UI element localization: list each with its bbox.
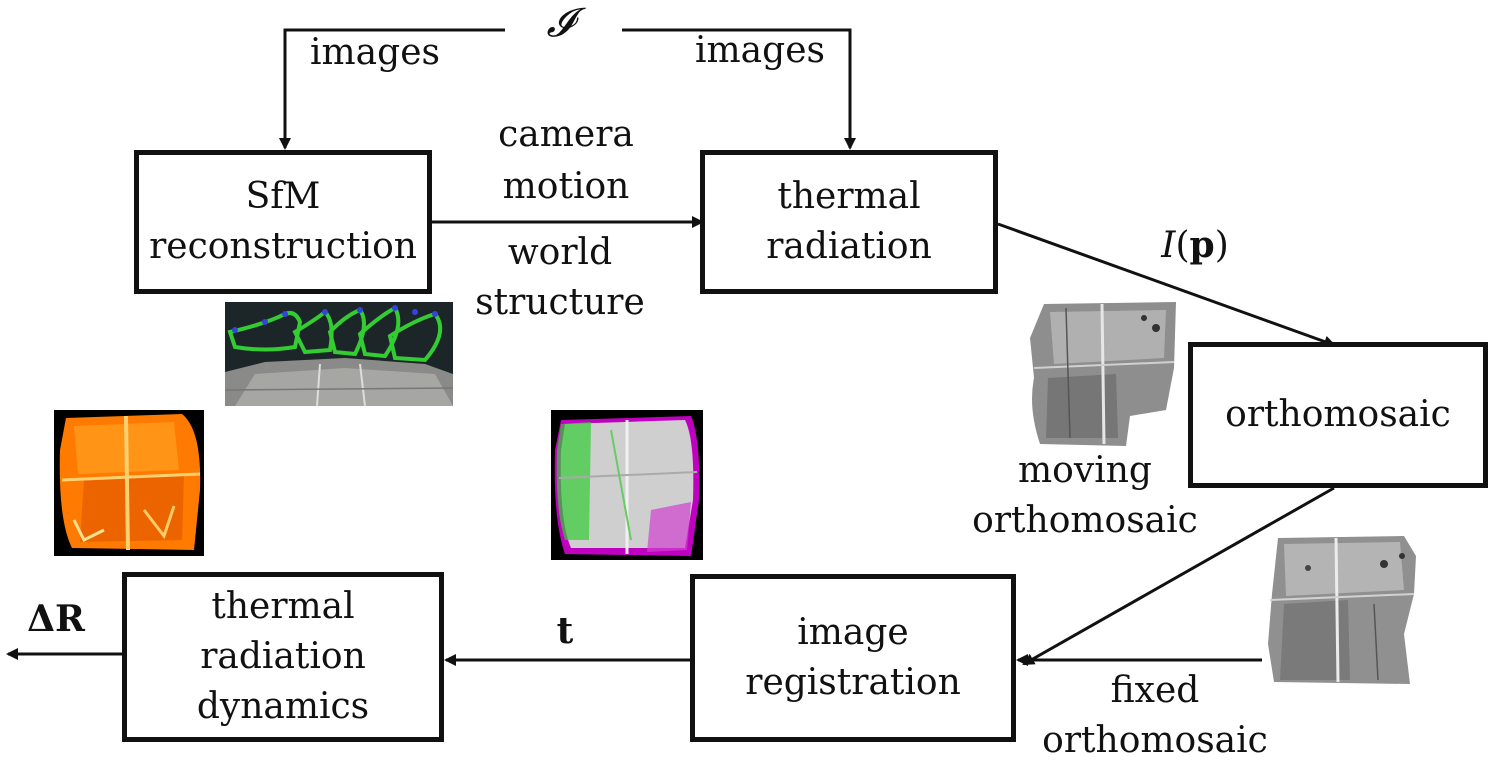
- thermal-radiation-dynamics-box: thermal radiation dynamics: [122, 572, 444, 742]
- moving-orthomosaic-label: orthomosaic: [972, 500, 1198, 541]
- image-set-symbol: 𝓘: [546, 0, 574, 46]
- structure-label: structure: [475, 282, 645, 323]
- dynamics-line-1: thermal: [211, 586, 355, 627]
- thermal-colormap-thumbnail: [54, 410, 204, 556]
- translation-label: t: [556, 610, 574, 652]
- orthomosaic-box: orthomosaic: [1188, 342, 1488, 488]
- sfm-reconstruction-box: SfM reconstruction: [134, 150, 432, 294]
- fixed-label: fixed: [1110, 670, 1200, 711]
- moving-label: moving: [1018, 450, 1152, 491]
- dynamics-line-2: radiation: [200, 636, 366, 677]
- sfm-line-2: reconstruction: [149, 226, 417, 267]
- registration-overlay-thumbnail: [551, 410, 703, 560]
- images-label-right: images: [695, 30, 825, 71]
- fixed-orthomosaic-label: orthomosaic: [1042, 720, 1268, 761]
- sfm-reconstruction-thumbnail: [225, 302, 453, 406]
- dynamics-line-3: dynamics: [196, 686, 370, 727]
- delta-r-label: ΔR: [27, 598, 85, 640]
- thermal-line-1: thermal: [777, 176, 921, 217]
- motion-label: motion: [502, 166, 630, 207]
- registration-line-2: registration: [745, 662, 961, 703]
- camera-label: camera: [498, 114, 634, 155]
- thermal-line-2: radiation: [766, 226, 932, 267]
- registration-line-1: image: [797, 612, 909, 653]
- sfm-line-1: SfM: [245, 176, 321, 217]
- ortho-to-registration-arrow: [1022, 486, 1335, 666]
- images-to-sfm-arrow: [279, 28, 505, 150]
- thermal-radiation-box: thermal radiation: [700, 150, 998, 294]
- fixed-orthomosaic-thumbnail: [1264, 534, 1420, 688]
- ortho-line-1: orthomosaic: [1225, 394, 1451, 435]
- thermal-to-ortho-arrow: [997, 222, 1336, 348]
- intensity-function-label: I(p): [1161, 224, 1229, 266]
- image-registration-box: image registration: [690, 574, 1016, 742]
- moving-orthomosaic-thumbnail: [1026, 298, 1178, 450]
- world-label: world: [507, 232, 613, 273]
- images-label-left: images: [310, 32, 440, 73]
- images-to-thermal-arrow: [622, 28, 856, 150]
